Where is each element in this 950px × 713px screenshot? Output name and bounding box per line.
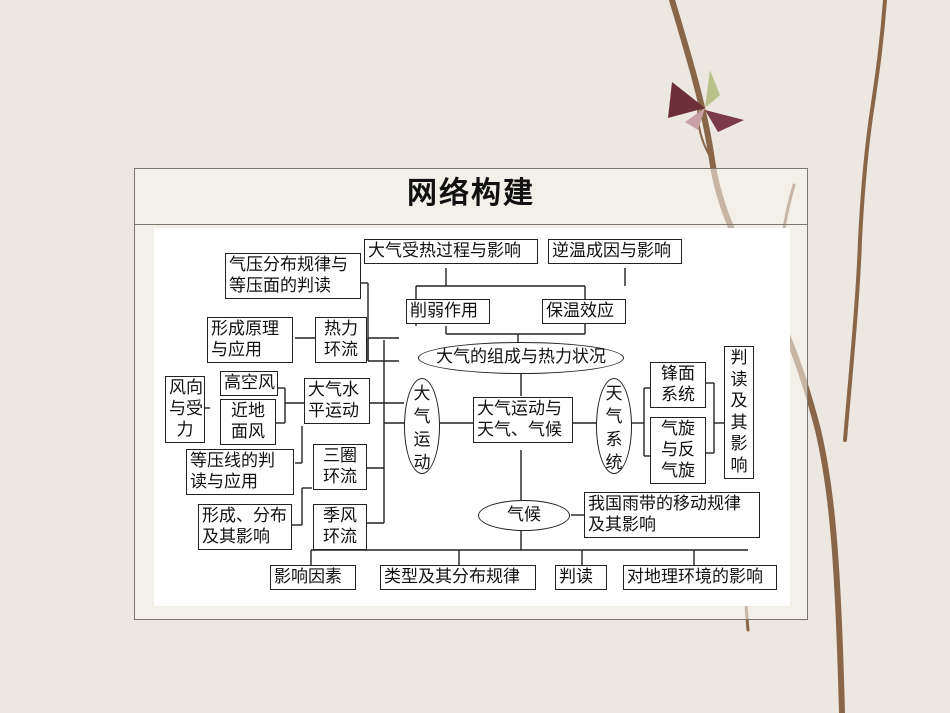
- isobar-box: 等压线的判 读与应用: [186, 449, 294, 495]
- distribution-box: 形成、分布 及其影响: [198, 504, 292, 550]
- thermal-circulation-box: 热力 环流: [315, 317, 367, 363]
- climate-oval: 气候: [478, 500, 570, 531]
- isobar-line-1: 等压线的判: [190, 451, 275, 471]
- rain-belt-line-1: 我国雨带的移动规律: [588, 494, 741, 514]
- insulate-box: 保温效应: [542, 299, 626, 324]
- judge-char-1: 判: [730, 348, 748, 368]
- cyclone-line-2: 与反: [661, 440, 695, 460]
- distribution-line-1: 形成、分布: [202, 506, 287, 526]
- monsoon-line-2: 环流: [323, 527, 357, 547]
- system-char-3: 系: [605, 430, 623, 450]
- three-cell-box: 三圈 环流: [313, 444, 367, 490]
- system-char-2: 气: [605, 407, 623, 427]
- judge-box: 判读: [555, 565, 607, 590]
- heat-process-box: 大气受热过程与影响: [364, 239, 538, 264]
- cyclone-line-3: 气旋: [661, 461, 695, 481]
- near-wind-box: 近地 面风: [220, 399, 276, 445]
- wind-force-box: 风向 与受 力: [165, 376, 205, 443]
- inversion-box: 逆温成因与影响: [548, 239, 682, 264]
- center-oval: 大气的组成与热力状况: [418, 342, 624, 374]
- motion-weather-box: 大气运动与 天气、气候: [473, 397, 573, 443]
- motion-weather-line-2: 天气、气候: [477, 420, 562, 440]
- three-cell-line-1: 三圈: [323, 446, 357, 466]
- judge-impact-box: 判 读 及 其 影 响: [724, 346, 754, 479]
- pressure-rule-line-2: 等压面的判读: [229, 276, 331, 296]
- formation-line-1: 形成原理: [211, 319, 279, 339]
- judge-char-5: 影: [730, 434, 748, 454]
- types-box: 类型及其分布规律: [380, 565, 536, 590]
- rain-belt-box: 我国雨带的移动规律 及其影响: [584, 492, 760, 538]
- horizontal-motion-box: 大气水 平运动: [304, 378, 370, 424]
- motion-char-3: 运: [413, 430, 431, 450]
- weather-system-oval: 天 气 系 统: [596, 378, 632, 474]
- thermal-line-2: 环流: [324, 340, 358, 360]
- isobar-line-2: 读与应用: [190, 472, 258, 492]
- factors-box: 影响因素: [270, 565, 356, 590]
- cyclone-line-1: 气旋: [661, 419, 695, 439]
- connector-lines: [204, 268, 748, 565]
- wind-force-line-3: 力: [176, 420, 194, 440]
- title-bar: 网络构建: [135, 169, 807, 225]
- formation-box: 形成原理 与应用: [207, 317, 293, 363]
- motion-char-2: 气: [413, 407, 431, 427]
- motion-weather-line-1: 大气运动与: [477, 399, 562, 419]
- environment-box: 对地理环境的影响: [623, 565, 777, 590]
- rain-belt-line-2: 及其影响: [588, 515, 656, 535]
- three-cell-line-2: 环流: [323, 467, 357, 487]
- judge-char-2: 读: [730, 369, 748, 390]
- front-line-1: 锋面: [661, 364, 695, 384]
- horizontal-line-2: 平运动: [308, 401, 359, 421]
- cyclone-box: 气旋 与反 气旋: [650, 417, 706, 484]
- concept-map: 大气受热过程与影响 逆温成因与影响 削弱作用 保温效应 大气的组成与热力状况 气…: [154, 228, 790, 606]
- motion-char-1: 大: [413, 384, 431, 404]
- pressure-rule-box: 气压分布规律与 等压面的判读: [225, 253, 361, 299]
- high-wind-box: 高空风: [220, 371, 278, 396]
- system-char-1: 天: [605, 384, 623, 404]
- judge-char-3: 及: [730, 391, 748, 411]
- judge-char-4: 其: [730, 412, 748, 433]
- page-title: 网络构建: [407, 176, 535, 211]
- distribution-line-2: 及其影响: [202, 527, 270, 547]
- monsoon-box: 季风 环流: [313, 504, 367, 550]
- wind-force-line-1: 风向: [169, 378, 203, 398]
- system-char-4: 统: [605, 453, 623, 473]
- butterfly-icon: [668, 70, 744, 132]
- monsoon-line-1: 季风: [323, 506, 357, 526]
- near-wind-line-1: 近地: [231, 401, 265, 421]
- front-line-2: 系统: [661, 385, 695, 405]
- formation-line-2: 与应用: [211, 340, 262, 360]
- weaken-box: 削弱作用: [406, 299, 490, 324]
- horizontal-line-1: 大气水: [308, 380, 359, 400]
- thermal-line-1: 热力: [324, 319, 358, 339]
- near-wind-line-2: 面风: [231, 422, 265, 442]
- front-box: 锋面 系统: [650, 362, 706, 408]
- wind-force-line-2: 与受: [169, 399, 203, 419]
- judge-char-6: 响: [730, 455, 748, 476]
- motion-char-4: 动: [413, 453, 431, 473]
- pressure-rule-line-1: 气压分布规律与: [229, 255, 348, 275]
- atmospheric-motion-oval: 大 气 运 动: [404, 378, 440, 474]
